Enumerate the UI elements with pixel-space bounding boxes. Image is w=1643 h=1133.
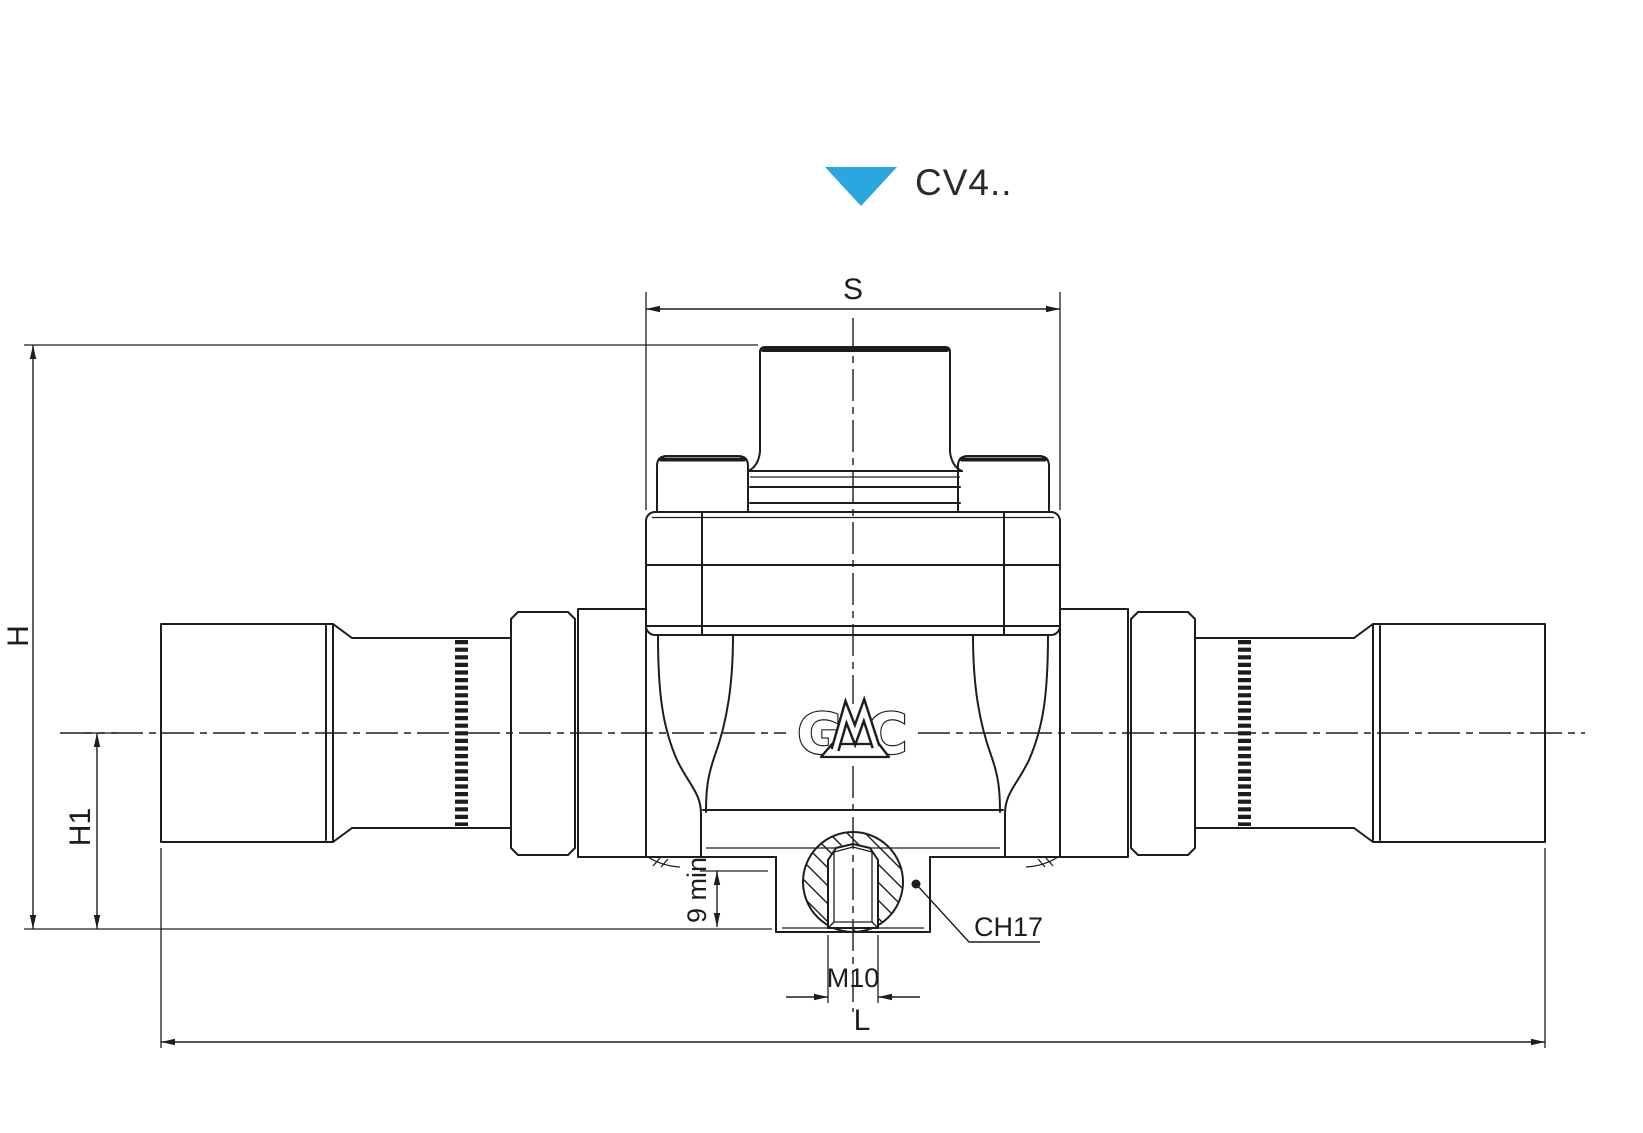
bonnet-cap bbox=[747, 346, 963, 504]
dimension-h: H bbox=[2, 344, 772, 930]
title-block: CV4.. bbox=[825, 162, 1013, 206]
dimension-m10: M10 bbox=[786, 935, 920, 1003]
callout-ch17: CH17 bbox=[911, 879, 1043, 943]
hex-boss bbox=[645, 831, 1061, 933]
dimension-9min: 9 min bbox=[682, 857, 768, 927]
step-block-right bbox=[1130, 611, 1196, 856]
model-triangle-icon bbox=[825, 167, 897, 206]
flange-ear-right bbox=[957, 455, 1050, 512]
dimension-label-ch17: CH17 bbox=[974, 912, 1043, 942]
model-code-label: CV4.. bbox=[915, 162, 1013, 203]
step-block-left bbox=[510, 611, 576, 856]
dimension-s: S bbox=[645, 273, 1061, 510]
gmc-logo: G C bbox=[796, 695, 909, 768]
dimension-label-m10: M10 bbox=[827, 963, 880, 993]
dimensions: S H H1 L 9 min bbox=[2, 273, 1546, 1048]
centerlines bbox=[60, 318, 1585, 1012]
dimension-label-h1: H1 bbox=[64, 808, 97, 846]
dimension-label-h: H bbox=[2, 625, 35, 647]
dimension-h1: H1 bbox=[64, 732, 118, 929]
dimension-label-s: S bbox=[843, 273, 863, 306]
dimension-label-l: L bbox=[854, 1004, 871, 1037]
logo-letter-m bbox=[830, 695, 881, 752]
dimension-l: L bbox=[160, 848, 1546, 1048]
flange-ear-left bbox=[656, 455, 749, 512]
dimension-label-9min: 9 min bbox=[682, 857, 712, 923]
valve-body bbox=[160, 346, 1546, 933]
